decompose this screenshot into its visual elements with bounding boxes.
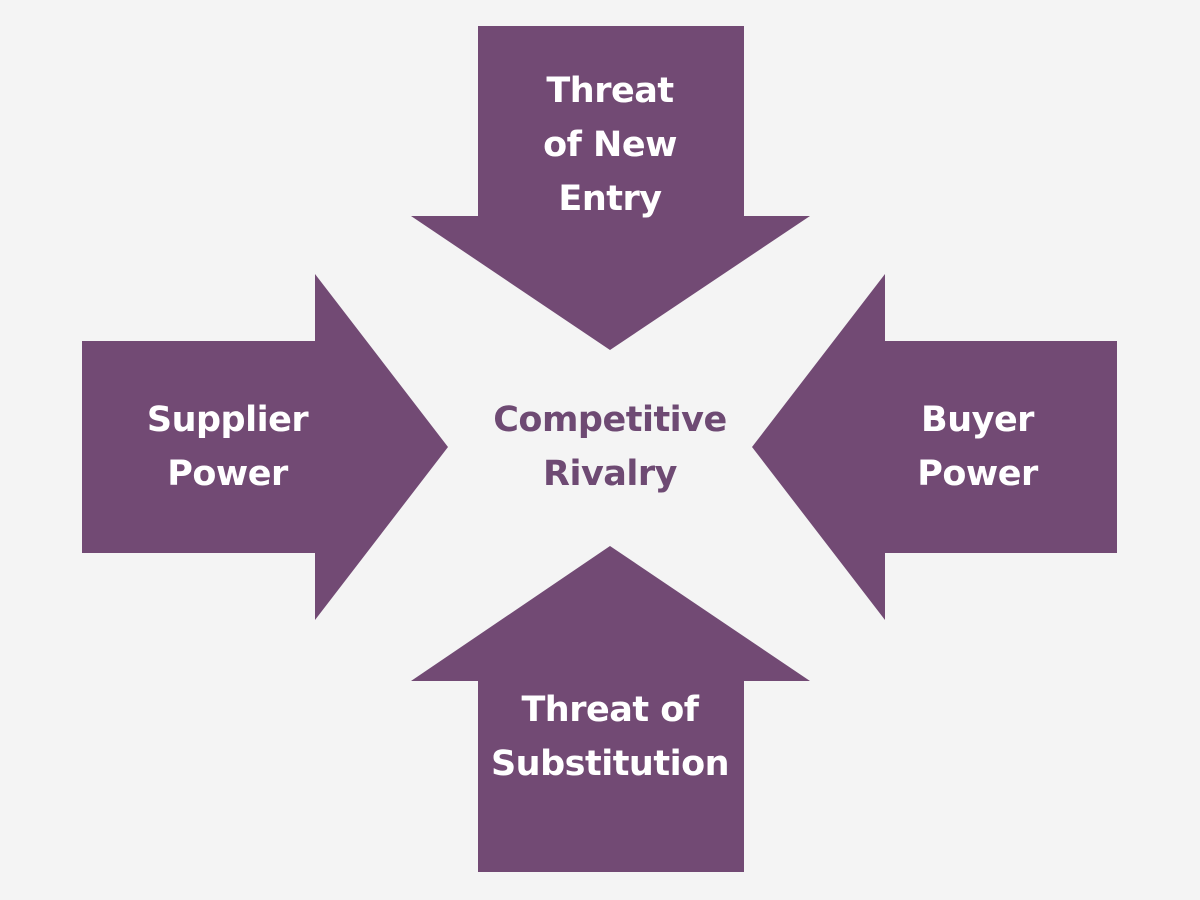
label-line: Entry [558,179,662,219]
label-line: Substitution [490,744,730,784]
label-line: Competitive [493,400,727,440]
label-line: Threat of [521,690,699,730]
arrow-left-supplier-power [82,274,448,620]
label-line: Rivalry [543,454,677,494]
label-line: Buyer [921,400,1034,440]
label-competitive-rivalry: Competitive Rivalry [440,393,780,501]
label-line: Power [167,454,288,494]
label-line: Threat [546,71,674,111]
label-line: Power [917,454,1038,494]
arrow-top-new-entry [411,26,810,350]
label-line: Supplier [146,400,309,440]
label-threat-of-new-entry: Threat of New Entry [470,64,750,226]
label-buyer-power: Buyer Power [835,393,1120,501]
label-threat-of-substitution: Threat of Substitution [460,683,760,791]
label-supplier-power: Supplier Power [85,393,370,501]
label-line: of New [543,125,677,165]
arrow-right-buyer-power [752,274,1117,620]
arrow-bottom-substitution [411,546,810,872]
